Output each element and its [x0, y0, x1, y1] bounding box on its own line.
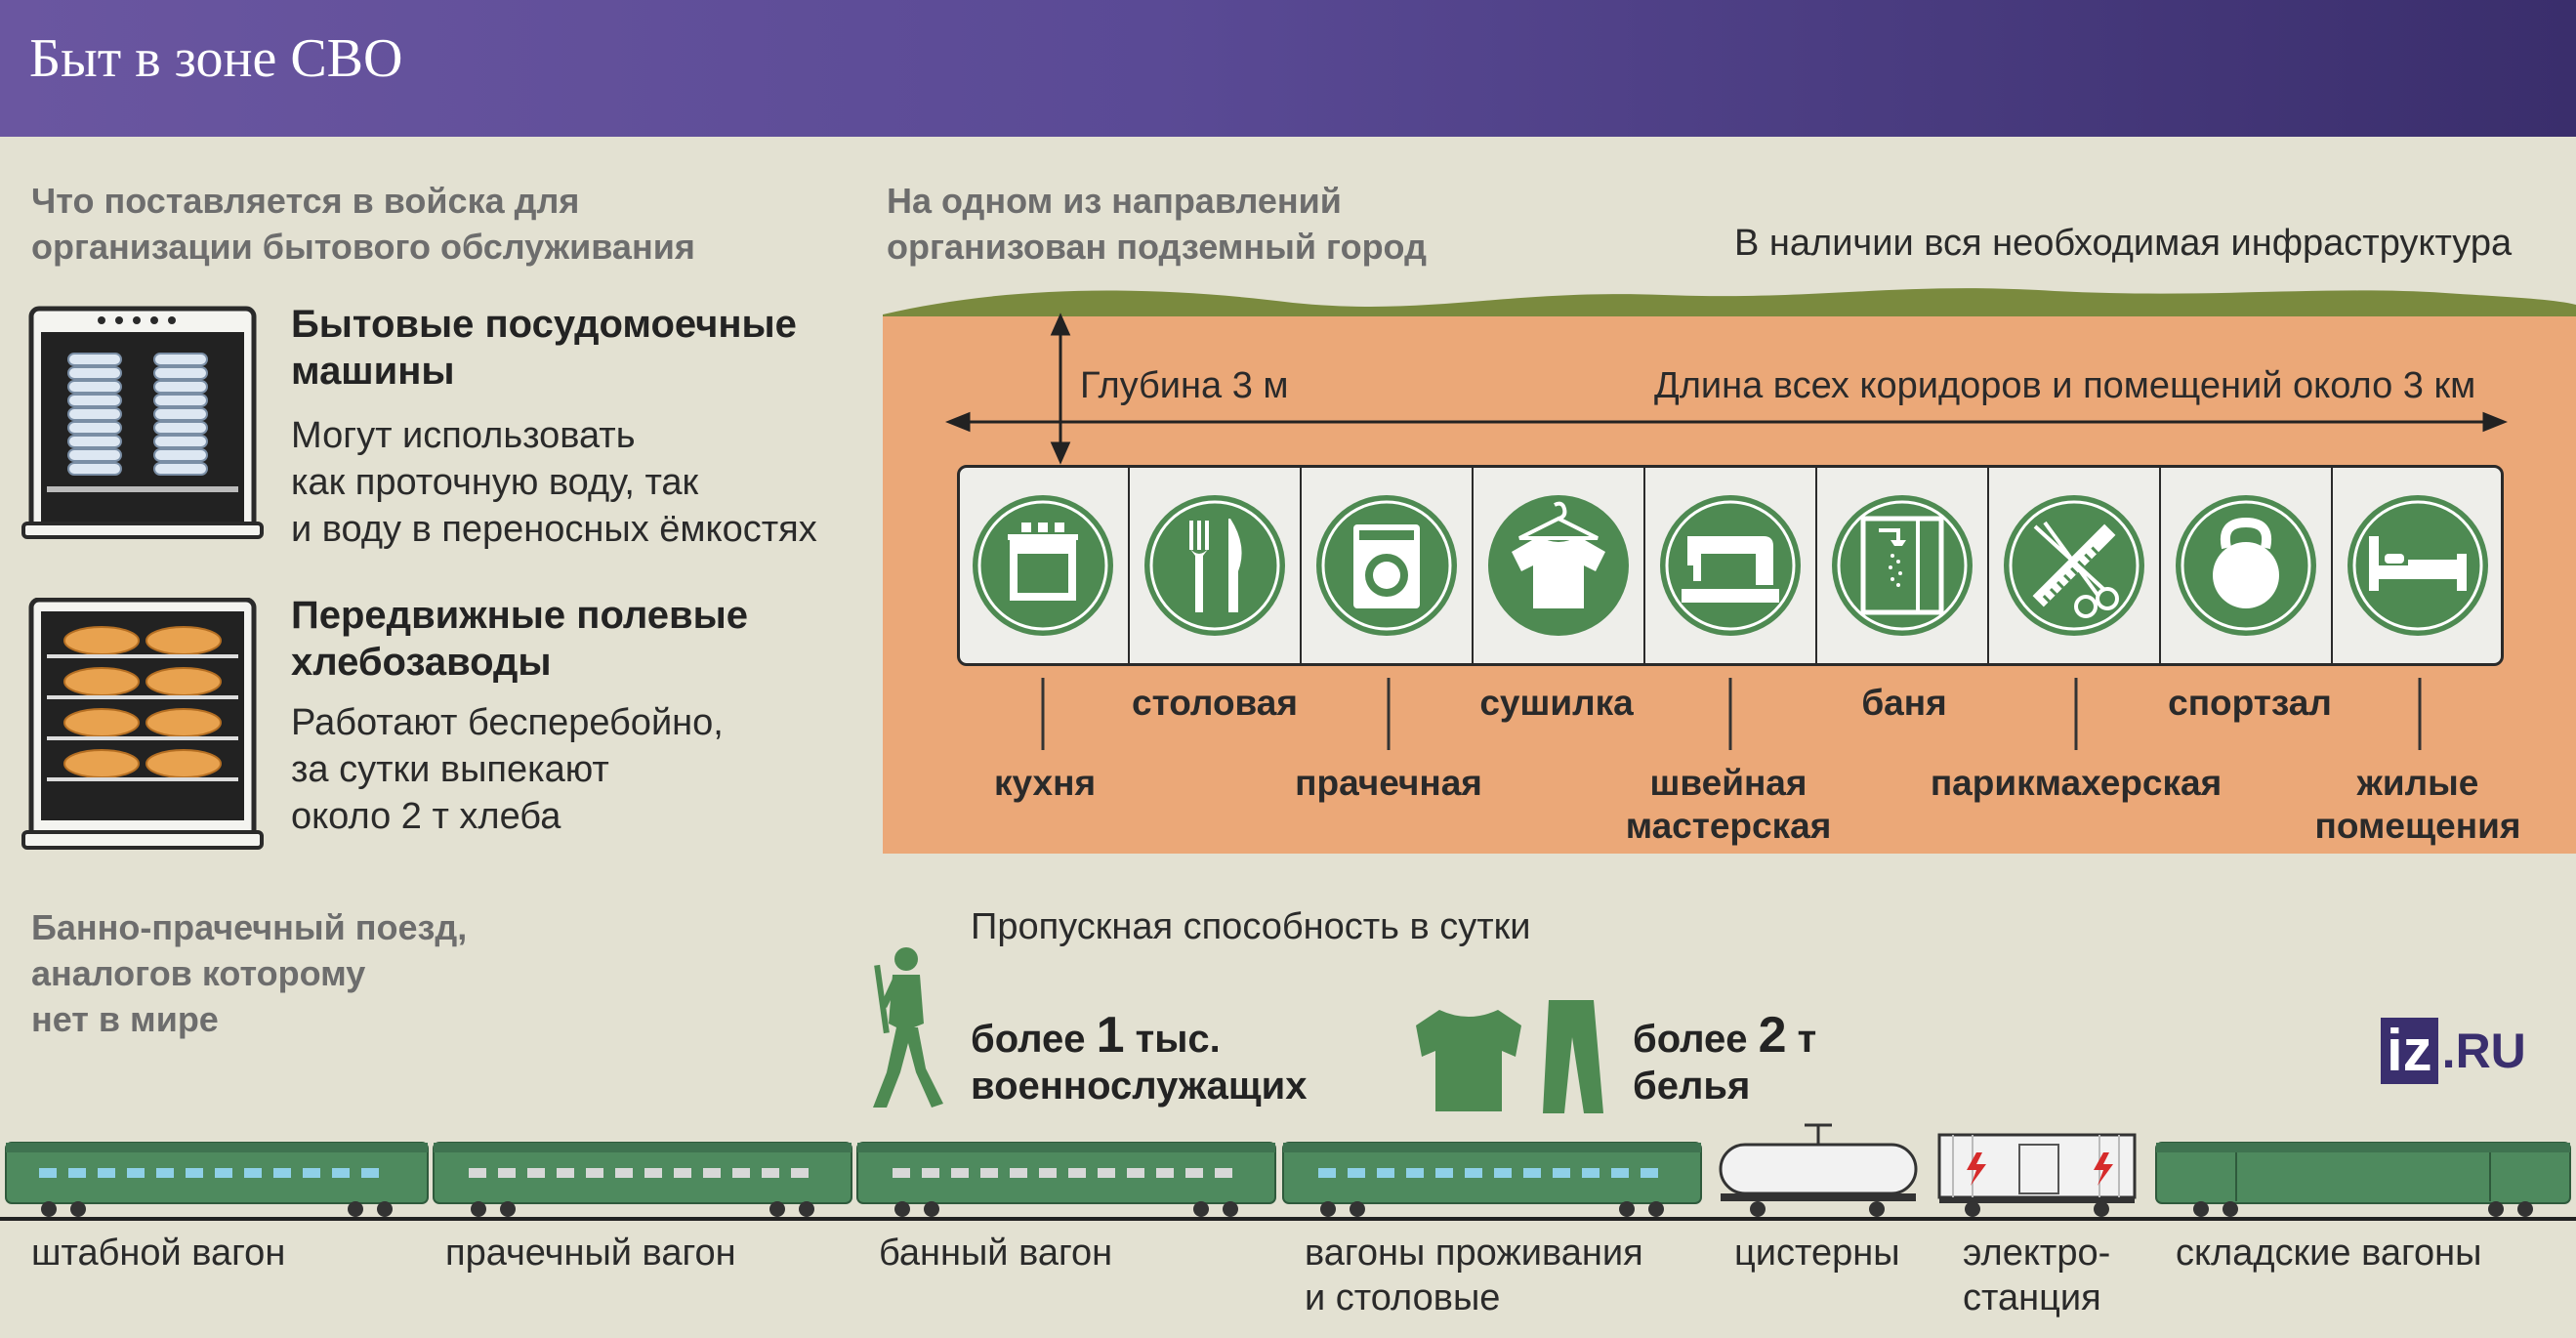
linen-number: 2 [1758, 1007, 1787, 1064]
soldiers-capacity-line1: более 1 тыс. [971, 1010, 1308, 1063]
car-label-hq: штабной вагон [31, 1233, 286, 1274]
page-title: Быт в зоне СВО [29, 28, 403, 89]
dishwasher-title-line2: машины [291, 350, 455, 393]
train-car-storage [2155, 1142, 2571, 1217]
scissors-comb-icon [2004, 495, 2144, 636]
shirt-hanger-icon [1488, 495, 1629, 636]
car-label-living: вагоны проживания и столовые [1305, 1231, 1643, 1320]
supplies-heading: Что поставляется в войска для организаци… [31, 178, 695, 270]
washing-machine-icon [1316, 495, 1457, 636]
bakery-title: Передвижные полевые хлебозаводы [291, 592, 748, 686]
train-car-living [1282, 1142, 1702, 1217]
city-heading-line2: организован подземный город [887, 227, 1427, 267]
car-label-power-line1: электро- [1963, 1233, 2111, 1274]
bakery-title-line2: хлебозаводы [291, 641, 552, 684]
room-label-laundry: прачечная [1295, 763, 1482, 803]
train-graphic [0, 1123, 2576, 1221]
iz-logo: iz .RU [2381, 1016, 2526, 1086]
measure-arrows [945, 313, 2508, 465]
grass-strip [883, 288, 2576, 318]
room-label-living-line2: помещения [2314, 806, 2521, 846]
train-heading-line2: аналогов которому [31, 953, 366, 993]
bakery-desc-line1: Работают бесперебойно, [291, 702, 724, 743]
bakery-desc: Работают бесперебойно, за сутки выпекают… [291, 699, 724, 840]
rooms-icons [973, 468, 2488, 663]
train-car-tank [1719, 1123, 1918, 1217]
train-heading-line1: Банно-прачечный поезд, [31, 907, 468, 947]
car-label-power-line2: станция [1963, 1277, 2101, 1318]
shower-icon [1832, 495, 1973, 636]
trousers-icon [1543, 1000, 1603, 1113]
infrastructure-note: В наличии вся необходимая инфраструктура [1734, 223, 2513, 264]
room-label-canteen: столовая [1132, 683, 1298, 723]
iz-logo-domain: .RU [2441, 1024, 2526, 1078]
soldiers-capacity-line2: военнослужащих [971, 1065, 1308, 1108]
dishwasher-icon [21, 306, 264, 539]
dishwasher-desc-line3: и воду в переносных ёмкостях [291, 509, 817, 550]
lightning-icon [2094, 1152, 2113, 1186]
car-label-storage: складские вагоны [2176, 1233, 2482, 1274]
room-label-barber: парикмахерская [1930, 763, 2223, 803]
iz-logo-mark: iz [2381, 1018, 2438, 1084]
dishwasher-desc-line2: как проточную воду, так [291, 462, 699, 503]
room-label-sewing-line1: швейная [1649, 763, 1807, 803]
room-label-kitchen: кухня [993, 763, 1097, 803]
soldiers-unit: тыс. [1124, 1018, 1221, 1061]
room-label-living: жилые помещения [2301, 762, 2535, 848]
city-heading-line1: На одном из направлений [887, 181, 1342, 221]
stove-icon [973, 495, 1113, 636]
fork-knife-icon [1144, 495, 1285, 636]
capacity-title: Пропускная способность в сутки [971, 906, 1531, 947]
linen-icon [1416, 1000, 1603, 1113]
room-label-sewing: швейная мастерская [1601, 762, 1855, 848]
bakery-oven-icon [21, 598, 264, 850]
soldiers-pre: более [971, 1018, 1097, 1061]
lightning-icon [1967, 1152, 1986, 1186]
room-label-living-line1: жилые [2356, 763, 2479, 803]
soldiers-capacity: более 1 тыс. военнослужащих [971, 1010, 1308, 1109]
bed-icon [2347, 495, 2488, 636]
supplies-heading-line2: организации бытового обслуживания [31, 227, 695, 267]
depth-label: Глубина 3 м [1080, 365, 1289, 406]
linen-pre: более [1633, 1018, 1759, 1061]
car-label-living-line1: вагоны проживания [1305, 1233, 1643, 1274]
bakery-desc-line3: около 2 т хлеба [291, 796, 561, 837]
supplies-heading-line1: Что поставляется в войска для [31, 181, 580, 221]
room-label-bath: баня [1861, 683, 1947, 723]
train-heading: Банно-прачечный поезд, аналогов которому… [31, 904, 467, 1042]
dishwasher-desc: Могут использовать как проточную воду, т… [291, 412, 817, 553]
bakery-desc-line2: за сутки выпекают [291, 749, 609, 790]
sewing-machine-icon [1660, 495, 1801, 636]
car-label-tanks: цистерны [1734, 1233, 1900, 1274]
car-label-power: электро- станция [1963, 1231, 2110, 1320]
city-heading: На одном из направлений организован подз… [887, 178, 1427, 270]
linen-capacity: более 2 т белья [1633, 1010, 1817, 1109]
kettlebell-icon [2176, 495, 2316, 636]
bakery-title-line1: Передвижные полевые [291, 594, 749, 637]
shirt-icon [1416, 1010, 1521, 1111]
room-label-gym: спортзал [2168, 683, 2332, 723]
linen-unit: т [1786, 1018, 1817, 1061]
room-label-dryer: сушилка [1479, 683, 1634, 723]
length-label: Длина всех коридоров и помещений около 3… [1654, 365, 2476, 406]
dishwasher-title: Бытовые посудомоечные машины [291, 301, 797, 395]
car-label-bath: банный вагон [879, 1233, 1113, 1274]
linen-capacity-line1: более 2 т [1633, 1010, 1817, 1063]
linen-capacity-line2: белья [1633, 1065, 1751, 1108]
train-heading-line3: нет в мире [31, 999, 219, 1039]
room-label-sewing-line2: мастерская [1625, 806, 1832, 846]
train-car-bath [856, 1142, 1276, 1217]
dishwasher-title-line1: Бытовые посудомоечные [291, 303, 797, 346]
room-ticks [1041, 678, 2422, 750]
dishwasher-desc-line1: Могут использовать [291, 415, 636, 456]
train-car-laundry [433, 1142, 852, 1217]
soldiers-number: 1 [1096, 1007, 1125, 1064]
soldier-icon [873, 947, 943, 1108]
train-car-power [1937, 1133, 2137, 1217]
car-label-laundry: прачечный вагон [445, 1233, 736, 1274]
train-car-hq [5, 1142, 429, 1217]
car-label-living-line2: и столовые [1305, 1277, 1501, 1318]
header-bar: Быт в зоне СВО [0, 0, 2576, 137]
